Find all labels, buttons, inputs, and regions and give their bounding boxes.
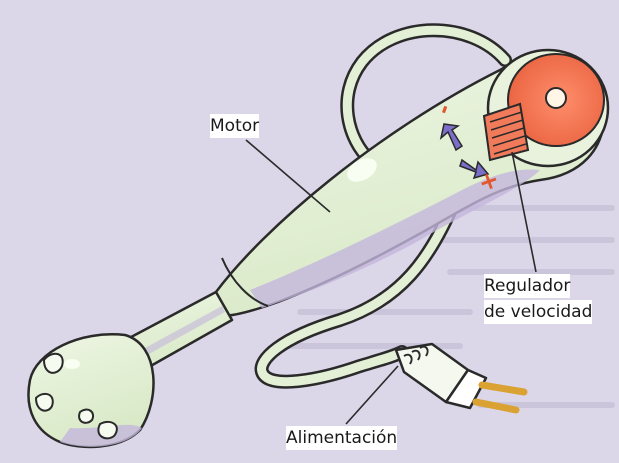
motor-label: Motor bbox=[210, 114, 259, 138]
regulator-label-line1: Regulador bbox=[484, 274, 570, 298]
power-label: Alimentación bbox=[286, 426, 397, 450]
end-cap-hole bbox=[546, 88, 566, 108]
regulator-label-line2: de velocidad bbox=[484, 300, 592, 324]
